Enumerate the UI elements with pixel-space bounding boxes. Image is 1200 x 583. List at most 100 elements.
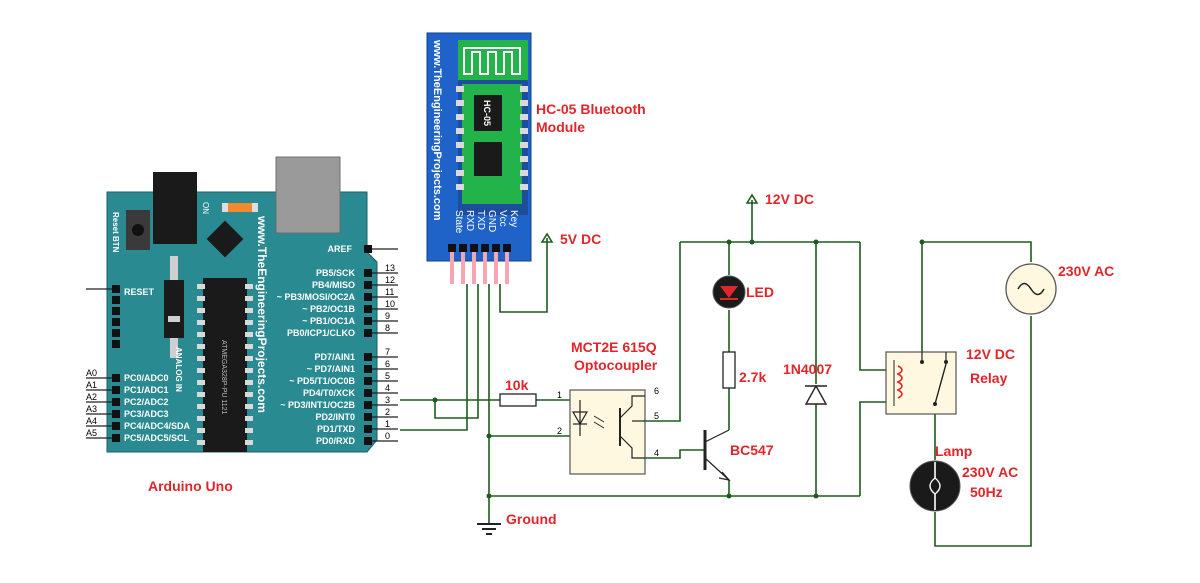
digital-pin-socket: [364, 365, 372, 373]
digital-pin-number: 4: [385, 383, 390, 393]
usb-chip: [206, 220, 244, 258]
power-pin-socket: [112, 329, 120, 337]
digital-pin-socket: [364, 353, 372, 361]
lamp-body: [909, 460, 961, 512]
digital-pin-name: PB0/ICP1/CLKO: [287, 328, 355, 338]
ground-symbol: Ground: [477, 511, 557, 535]
digital-pin-name: PD4/T0/XCK: [303, 388, 356, 398]
power-pin-socket: [112, 307, 120, 315]
lamp-label-3: 50Hz: [970, 484, 1003, 500]
ac-source: 230V AC: [1005, 263, 1114, 315]
analog-pin-socket: [112, 410, 120, 418]
power-pin-socket: [112, 318, 120, 326]
digital-pin-number: 11: [385, 287, 394, 297]
analog-pin-socket: [112, 386, 120, 394]
analog-pin-number: A1: [86, 380, 97, 390]
analog-pin-name: PC0/ADC0: [124, 373, 169, 383]
hc05-header-pins: [448, 244, 511, 284]
on-label: ON: [201, 202, 210, 214]
hc05-title-1: HC-05 Bluetooth: [536, 101, 646, 117]
digital-pin-number: 1: [385, 419, 390, 429]
atmega-ic: [203, 278, 247, 452]
reset-label: RESET: [124, 287, 155, 297]
digital-pin-socket: [364, 377, 372, 385]
ground-label: Ground: [506, 511, 557, 527]
digital-pin-number: 5: [385, 371, 390, 381]
opto-pin-5: 5: [654, 411, 659, 421]
analog-pin-name: PC3/ADC3: [124, 409, 169, 419]
digital-pin-socket: [364, 317, 372, 325]
analog-pin-number: A0: [86, 368, 97, 378]
digital-pin-number: 3: [385, 395, 390, 405]
wires: [400, 200, 1032, 547]
analog-pin-name: PC4/ADC4/SDA: [124, 421, 191, 431]
analog-pin-header: PC0/ADC0A0PC1/ADC1A1PC2/ADC2A2PC3/ADC3A3…: [86, 368, 191, 443]
arduino-side-text: www.TheEngineeringProjects.com: [255, 215, 269, 413]
digital-pin-socket: [364, 401, 372, 409]
digital-pin-socket: [364, 281, 372, 289]
digital-pin-number: 2: [385, 407, 390, 417]
hc05-pads: [456, 86, 528, 190]
usb-connector: [275, 156, 341, 234]
digital-pin-name: PD2/INT0: [315, 412, 355, 422]
resistor-2k7-label: 2.7k: [739, 369, 766, 385]
digital-pin-name: ~ PB3/MOSI/OC2A: [277, 292, 356, 302]
power-pin-socket: [112, 340, 120, 348]
regulator: [164, 280, 184, 338]
opto-pin-2: 2: [557, 426, 562, 436]
arduino-uno: Reset BTN ON ANALOG IN ATMEGA328P-PU 112…: [86, 156, 398, 453]
hc05-pin-label: State: [453, 210, 464, 234]
junctions: [432, 239, 925, 499]
relay-label-1: 12V DC: [966, 346, 1015, 362]
hc05-title-2: Module: [536, 119, 585, 135]
aref-label: AREF: [328, 244, 353, 254]
digital-pin-socket: [364, 425, 372, 433]
resistor-10k-label: 10k: [505, 377, 529, 393]
digital-pin-socket: [364, 269, 372, 277]
analog-pin-socket: [112, 422, 120, 430]
analog-pin-socket: [112, 374, 120, 382]
analog-pin-number: A2: [86, 392, 97, 402]
hc05-chip: [474, 95, 502, 131]
analog-pin-socket: [112, 434, 120, 442]
relay-label-2: Relay: [970, 370, 1008, 386]
ac-source-label: 230V AC: [1058, 263, 1114, 279]
reset-button-cap: [132, 224, 144, 236]
analog-pin-name: PC2/ADC2: [124, 397, 169, 407]
hc05-antenna: [463, 47, 521, 75]
analog-pin-number: A5: [86, 428, 97, 438]
reset-btn-label: Reset BTN: [111, 212, 120, 253]
digital-pin-number: 10: [385, 299, 395, 309]
supply-5v-label: 5V DC: [560, 231, 601, 247]
hc05-chip-label: HC-05: [482, 100, 492, 126]
transistor-label: BC547: [730, 442, 774, 458]
lamp-label-1: Lamp: [935, 443, 972, 459]
opto-label-1: MCT2E 615Q: [571, 339, 657, 355]
transistor-bc547: BC547: [703, 429, 774, 482]
supply-12v-label: 12V DC: [765, 191, 814, 207]
opto-pin-6: 6: [654, 386, 659, 396]
digital-pin-name: ~ PB2/OC1B: [302, 304, 355, 314]
reset-pin-header: [112, 285, 120, 348]
power-pin-socket: [112, 296, 120, 304]
led-label: LED: [746, 284, 774, 300]
digital-pin-name: PB4/MISO: [312, 280, 355, 290]
digital-pin-socket: [364, 329, 372, 337]
digital-pin-name: ~ PD5/T1/OC0B: [289, 376, 355, 386]
digital-pin-socket: [364, 413, 372, 421]
digital-pin-name: ~ PD3/INT1/OC2B: [280, 400, 355, 410]
optocoupler: 1 2 4 5 6 MCT2E 615Q Optocoupler: [557, 339, 659, 475]
opto-label-2: Optocoupler: [574, 357, 658, 373]
hc05-pin-label: Vcc: [497, 210, 508, 227]
digital-pin-number: 8: [385, 323, 390, 333]
diode-1n4007: 1N4007: [783, 361, 832, 405]
hc05-pin-label: GND: [486, 210, 497, 232]
resistor-10k: 10k: [499, 377, 537, 407]
digital-pin-name: PD0/RXD: [316, 436, 356, 446]
diode-label: 1N4007: [783, 361, 832, 377]
led: LED: [712, 275, 774, 309]
power-pin-socket: [112, 285, 120, 293]
analog-pin-socket: [112, 398, 120, 406]
